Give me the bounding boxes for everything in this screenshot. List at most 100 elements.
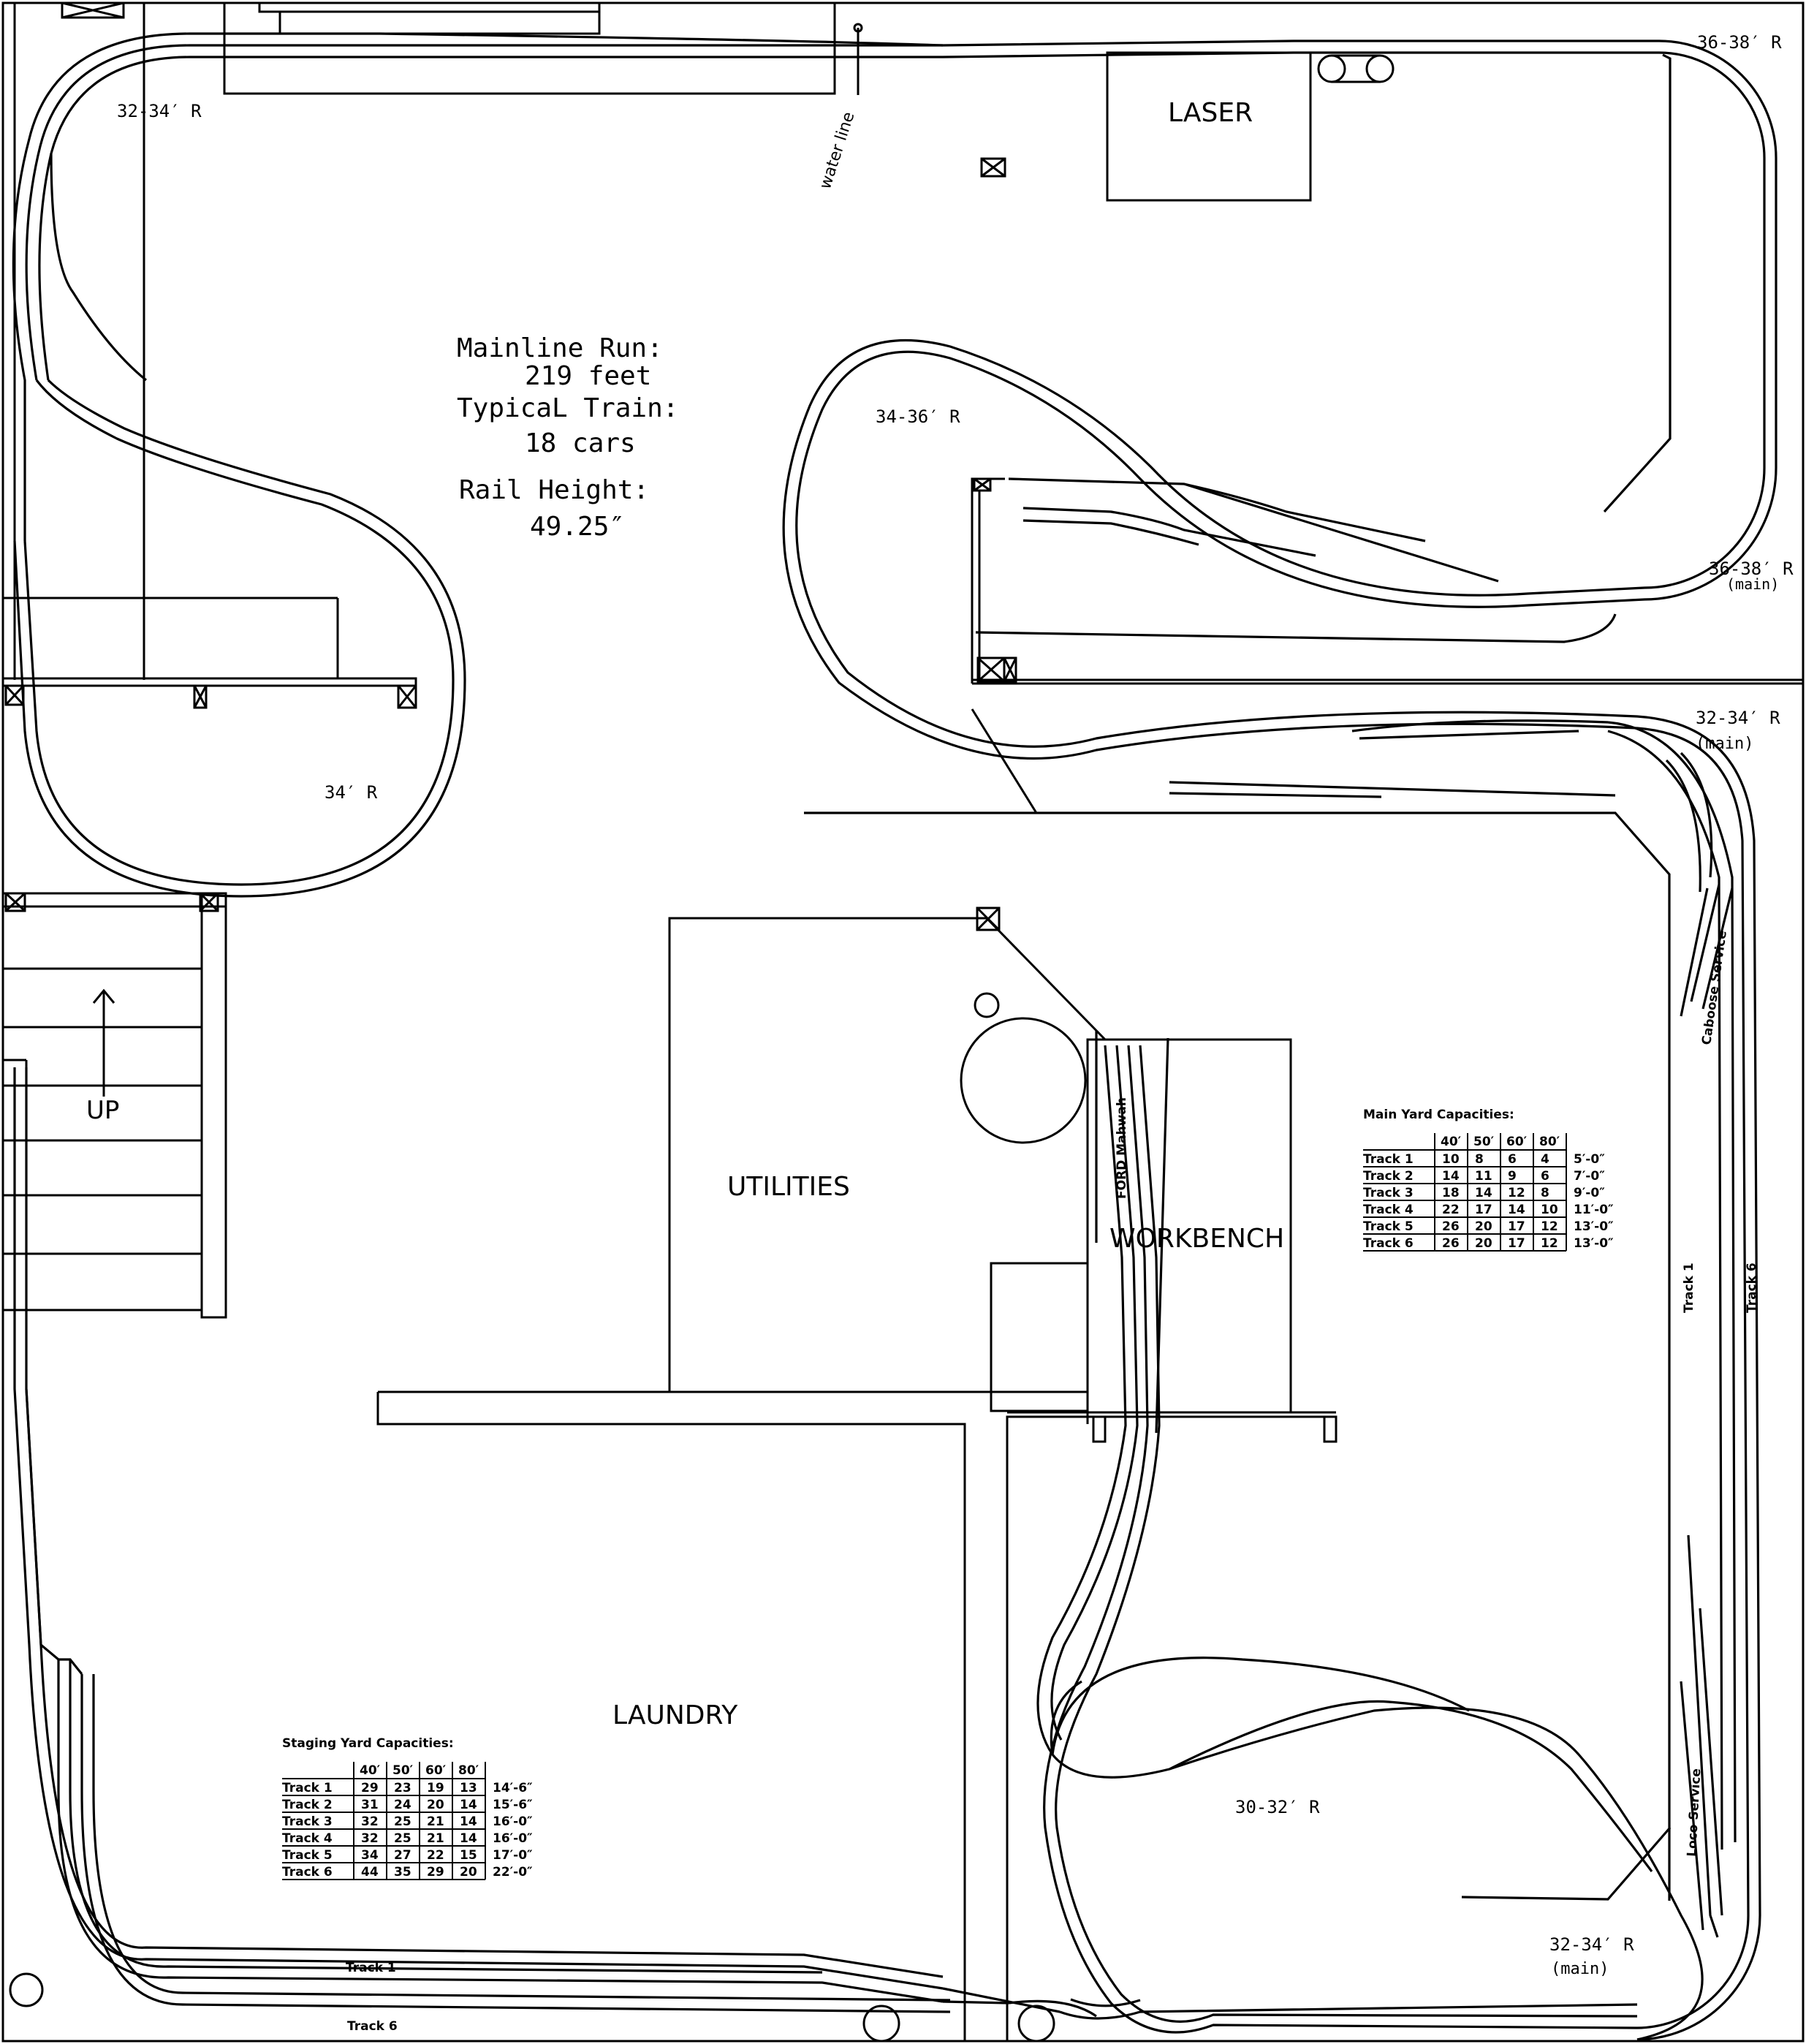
- staging-track-1-label: Track 1: [346, 1961, 396, 1975]
- table-cell: 20: [1475, 1219, 1492, 1234]
- water-heater-icon: [960, 1017, 1087, 1144]
- table-row-name: Track 5: [282, 1848, 333, 1863]
- loco-service-label: Loco Service: [1685, 1768, 1704, 1858]
- table-cell: 8: [1475, 1152, 1484, 1167]
- radius-label-se-corner-sub: (main): [1551, 1960, 1609, 1978]
- table-cell: 17: [1475, 1203, 1492, 1217]
- table-row-length: 17′-0″: [493, 1848, 533, 1863]
- table-cell: 10: [1541, 1203, 1558, 1217]
- table-cell: 12: [1541, 1219, 1558, 1234]
- radius-label-east-upper: 36-38′ R: [1709, 559, 1794, 579]
- table-cell: 17: [1508, 1236, 1525, 1251]
- table-header: 80′: [458, 1763, 479, 1778]
- table-cell: 8: [1541, 1186, 1549, 1200]
- table-cell: 12: [1508, 1186, 1525, 1200]
- table-cell: 13: [460, 1781, 477, 1795]
- table-cell: 12: [1541, 1236, 1558, 1251]
- table-cell: 14: [460, 1814, 477, 1829]
- main-yard-table: Main Yard Capacities:40′50′60′80′Track 1…: [1363, 1108, 1614, 1252]
- radius-label-west-loop: 34′ R: [325, 782, 378, 803]
- table-row-length: 13′-0″: [1574, 1219, 1614, 1234]
- table-header: 60′: [425, 1763, 447, 1778]
- table-cell: 4: [1541, 1152, 1549, 1167]
- table-cell: 25: [394, 1831, 411, 1846]
- table-row-length: 22′-0″: [493, 1865, 533, 1880]
- rail-height-value: 49.25″: [530, 512, 625, 542]
- table-cell: 31: [361, 1798, 379, 1812]
- table-cell: 18: [1442, 1186, 1460, 1200]
- post-icon: [976, 906, 1001, 931]
- table-cell: 15: [460, 1848, 477, 1863]
- table-cell: 20: [1475, 1236, 1492, 1251]
- table-cell: 6: [1541, 1169, 1549, 1184]
- table-cell: 44: [361, 1865, 379, 1880]
- table-row-name: Track 4: [1363, 1203, 1414, 1217]
- table-row-length: 15′-6″: [493, 1798, 533, 1812]
- radius-label-east-upper-sub: (main): [1726, 575, 1779, 593]
- main-track-1-label: Track 1: [1682, 1263, 1696, 1313]
- table-cell: 17: [1508, 1219, 1525, 1234]
- table-cell: 21: [427, 1831, 444, 1846]
- workbench: [1006, 1038, 1338, 2041]
- post-icon: [193, 684, 208, 709]
- table-title: Staging Yard Capacities:: [282, 1736, 454, 1751]
- radius-label-ne: 36-38′ R: [1697, 32, 1782, 53]
- trackwork: [12, 32, 1777, 2041]
- peninsula-edge: [1, 677, 417, 687]
- table-cell: 23: [394, 1781, 411, 1795]
- post-icon: [1003, 656, 1017, 683]
- table-cell: 22: [427, 1848, 444, 1863]
- table-cell: 14: [1442, 1169, 1460, 1184]
- radius-label-se-corner: 32-34′ R: [1549, 1934, 1634, 1955]
- table-cell: 21: [427, 1814, 444, 1829]
- table-row-name: Track 3: [1363, 1186, 1414, 1200]
- rail-height-label: Rail Height:: [459, 475, 649, 505]
- radius-label-east-lower-sub: (main): [1696, 735, 1753, 753]
- post-icon: [973, 477, 992, 492]
- room-label-utilities: UTILITIES: [727, 1172, 850, 1202]
- table-row-length: 13′-0″: [1574, 1236, 1614, 1251]
- table-header: 80′: [1539, 1135, 1560, 1149]
- top-shelf: [223, 1, 836, 95]
- post-icon: [61, 1, 125, 19]
- table-cell: 11: [1475, 1169, 1492, 1184]
- table-row-length: 5′-0″: [1574, 1152, 1605, 1167]
- table-row-length: 9′-0″: [1574, 1186, 1605, 1200]
- labels: LASER UTILITIES WORKBENCH LAUNDRY UP wat…: [86, 32, 1794, 2034]
- table-cell: 14: [460, 1798, 477, 1812]
- main-track-6-label: Track 6: [1745, 1263, 1759, 1313]
- table-cell: 14: [1508, 1203, 1525, 1217]
- utilities-room: [376, 917, 1107, 2041]
- table-cell: 27: [394, 1848, 411, 1863]
- post-icon: [976, 656, 1006, 683]
- table-cell: 32: [361, 1814, 379, 1829]
- radius-label-nw: 32-34′ R: [117, 101, 202, 121]
- table-cell: 19: [427, 1781, 444, 1795]
- stairs-label: UP: [86, 1096, 119, 1125]
- table-row-name: Track 6: [1363, 1236, 1414, 1251]
- support-posts: [4, 1, 1017, 931]
- table-header: 50′: [392, 1763, 414, 1778]
- table-cell: 14: [1475, 1186, 1492, 1200]
- table-cell: 29: [427, 1865, 444, 1880]
- table-cell: 35: [394, 1865, 411, 1880]
- table-row-length: 7′-0″: [1574, 1169, 1605, 1184]
- table-cell: 14: [460, 1831, 477, 1846]
- table-row-name: Track 6: [282, 1865, 333, 1880]
- table-row-length: 14′-6″: [493, 1781, 533, 1795]
- utility-drain-icon: [974, 992, 1000, 1018]
- table-cell: 26: [1442, 1219, 1460, 1234]
- table-row-name: Track 1: [282, 1781, 333, 1795]
- table-cell: 20: [460, 1865, 477, 1880]
- table-cell: 24: [394, 1798, 411, 1812]
- radius-label-center-loop: 34-36′ R: [876, 406, 960, 427]
- table-row-length: 16′-0″: [493, 1831, 533, 1846]
- table-header: 40′: [1441, 1135, 1462, 1149]
- table-cell: 6: [1508, 1152, 1517, 1167]
- table-cell: 25: [394, 1814, 411, 1829]
- table-cell: 34: [361, 1848, 379, 1863]
- table-row-length: 16′-0″: [493, 1814, 533, 1829]
